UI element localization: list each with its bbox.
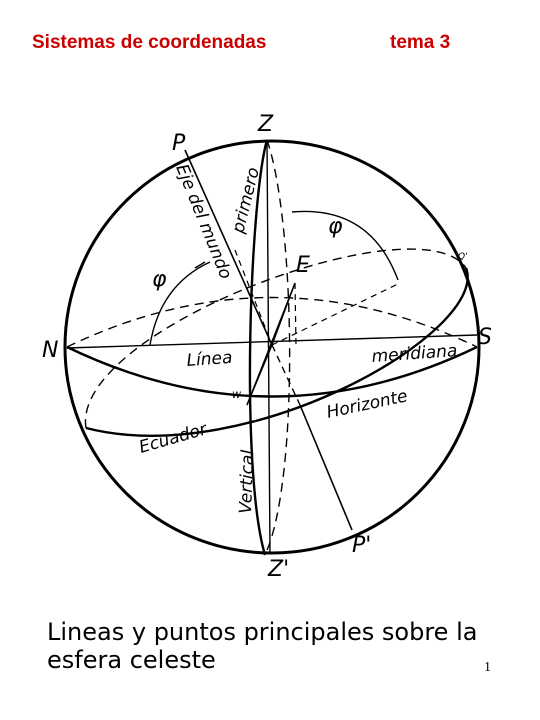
horizon-front [66,345,478,398]
label-west: W [232,391,242,401]
label-south: S [478,325,492,350]
caption: Lineas y puntos principales sobre la esf… [47,618,478,674]
sphere-outline [63,139,481,555]
world-axis-front [184,149,273,346]
label-pole: P [172,131,186,156]
title-left: Sistemas de coordenadas [32,32,267,53]
dashed-diagonal-left [234,249,273,346]
east-to-center-dashed [294,282,297,346]
label-phi-top: φ [328,214,343,239]
label-axis: Eje del mundo [171,161,235,282]
world-axis-lower [299,404,353,531]
phi-arc-left [149,261,211,346]
label-equator: Ecuador [137,419,210,458]
label-line: Línea [186,348,233,371]
horizon-back [66,296,478,348]
label-pole-opposite: P' [352,533,371,558]
label-north: N [42,338,58,363]
prime-vertical-back [264,139,291,556]
label-nadir: Z' [267,557,289,582]
phi-arc-top [291,210,399,281]
label-vertical: Vertical [236,449,258,514]
vertical-axis [266,139,271,554]
label-east: E [296,253,310,278]
center-to-q [271,282,401,346]
prime-vertical-front [248,139,269,556]
label-meridian: meridiana [371,341,458,367]
equator-back [85,248,467,429]
equator-front [85,267,469,437]
label-phi-left: φ [152,267,167,292]
label-q-prime: Q' [458,252,468,262]
phi-arc-left-tick [194,261,206,269]
center-to-w [246,344,273,406]
title-right: tema 3 [390,32,451,53]
page-number: 1 [484,660,491,675]
label-zenith: Z [257,112,274,137]
